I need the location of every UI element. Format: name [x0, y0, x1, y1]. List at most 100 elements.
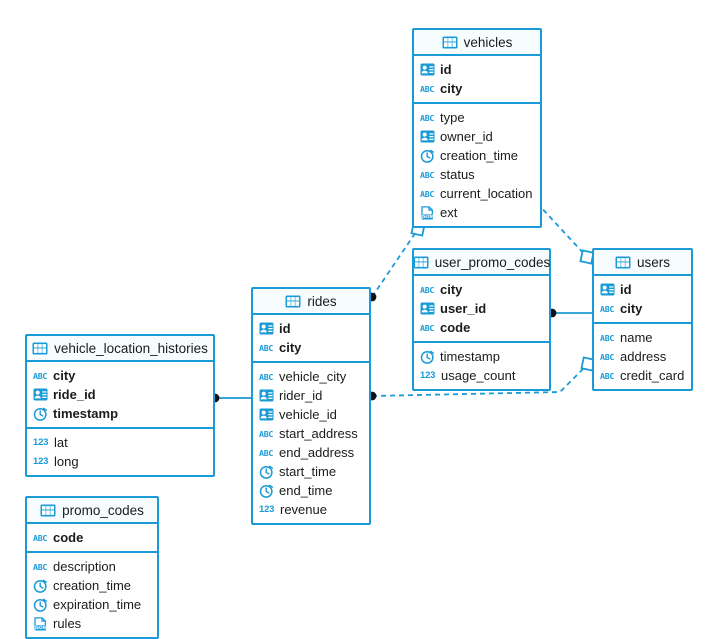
table-title: promo_codes	[62, 502, 144, 518]
field-row[interactable]: timestamp	[414, 347, 549, 366]
id-card-icon	[420, 302, 435, 315]
field-name: usage_count	[441, 368, 516, 383]
field-row[interactable]: owner_id	[414, 127, 540, 146]
abc-icon: ABC	[259, 446, 274, 459]
field-row[interactable]: id	[253, 319, 369, 338]
field-row[interactable]: timestamp	[27, 404, 213, 423]
field-name: code	[53, 530, 84, 545]
svg-text:ABC: ABC	[600, 371, 614, 381]
svg-text:ABC: ABC	[420, 323, 434, 333]
abc-icon: ABC	[33, 560, 48, 573]
field-row[interactable]: start_time	[253, 462, 369, 481]
field-name: city	[440, 81, 463, 96]
field-row[interactable]: user_id	[414, 299, 549, 318]
field-row[interactable]: JSON rules	[27, 614, 157, 633]
field-name: city	[279, 340, 302, 355]
field-name: expiration_time	[53, 597, 142, 612]
field-row[interactable]: expiration_time	[27, 595, 157, 614]
field-name: start_time	[279, 464, 337, 479]
field-row[interactable]: ABC address	[594, 347, 691, 366]
svg-text:ABC: ABC	[259, 429, 273, 439]
field-row[interactable]: end_time	[253, 481, 369, 500]
field-name: city	[440, 282, 463, 297]
field-row[interactable]: id	[594, 280, 691, 299]
abc-icon: ABC	[259, 370, 274, 383]
field-name: code	[440, 320, 471, 335]
field-row[interactable]: creation_time	[414, 146, 540, 165]
field-row[interactable]: id	[414, 60, 540, 79]
field-name: vehicle_city	[279, 369, 347, 384]
field-name: rules	[53, 616, 82, 631]
field-row[interactable]: creation_time	[27, 576, 157, 595]
svg-text:ABC: ABC	[259, 448, 273, 458]
abc-icon: ABC	[600, 369, 615, 382]
id-card-icon	[33, 388, 48, 401]
abc-icon: ABC	[420, 111, 435, 124]
json-icon: JSON	[420, 205, 435, 220]
field-row[interactable]: ABC vehicle_city	[253, 367, 369, 386]
field-name: timestamp	[53, 406, 119, 421]
table-header[interactable]: vehicle_location_histories	[27, 336, 213, 362]
field-name: creation_time	[440, 148, 519, 163]
clock-icon	[259, 484, 274, 498]
field-name: id	[620, 282, 632, 297]
field-row[interactable]: vehicle_id	[253, 405, 369, 424]
svg-text:ABC: ABC	[420, 170, 434, 180]
abc-icon: ABC	[420, 82, 435, 95]
abc-icon: ABC	[600, 350, 615, 363]
123-icon: 123	[259, 504, 275, 515]
table-header[interactable]: promo_codes	[27, 498, 157, 524]
json-icon: JSON	[33, 616, 48, 631]
table-header[interactable]: users	[594, 250, 691, 276]
table-header[interactable]: user_promo_codes	[413, 250, 550, 276]
abc-icon: ABC	[420, 321, 435, 334]
field-name: ride_id	[53, 387, 96, 402]
relationship-user_promo_codes-to-users	[547, 308, 592, 318]
field-row[interactable]: rider_id	[253, 386, 369, 405]
table-title: vehicle_location_histories	[54, 340, 208, 356]
field-name: address	[620, 349, 667, 364]
table-header[interactable]: rides	[253, 289, 369, 315]
svg-text:ABC: ABC	[420, 189, 434, 199]
table-header[interactable]: vehicles	[414, 30, 540, 56]
field-name: end_time	[279, 483, 333, 498]
field-name: current_location	[440, 186, 533, 201]
relationship-vehicle_location_histories-to-rides	[210, 393, 251, 403]
field-row[interactable]: ABC city	[414, 79, 540, 98]
field-row[interactable]: ride_id	[27, 385, 213, 404]
field-name: id	[279, 321, 291, 336]
field-row[interactable]: ABC code	[414, 318, 549, 337]
table-icon	[413, 256, 429, 269]
abc-icon: ABC	[420, 187, 435, 200]
field-row[interactable]: ABC current_location	[414, 184, 540, 203]
